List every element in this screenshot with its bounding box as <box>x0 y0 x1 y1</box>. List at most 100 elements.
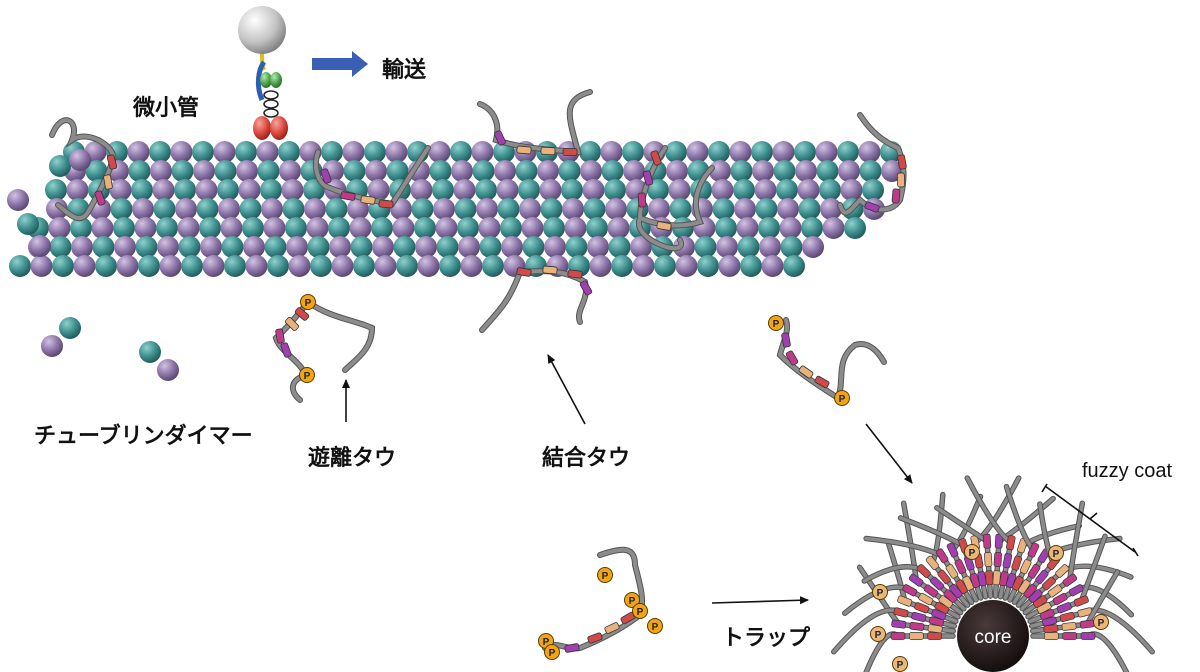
tau-molecule <box>49 117 118 222</box>
tau-molecule <box>635 145 715 252</box>
repeat-domain <box>897 595 913 607</box>
tubulin-subunit <box>822 217 845 239</box>
fuzzy-coat-strand <box>1022 500 1086 616</box>
tubulin-subunit <box>819 179 841 201</box>
phospho-label: P <box>897 660 904 671</box>
repeat-domain <box>891 619 907 629</box>
tubulin-subunit <box>773 160 796 182</box>
tubulin-subunit <box>385 141 408 163</box>
tubulin-subunit <box>138 255 160 277</box>
tubulin-subunit <box>414 217 436 239</box>
phospho-label: P <box>875 630 882 641</box>
fuzzy-coat-bracket <box>1041 483 1139 557</box>
repeat-domain <box>908 573 924 587</box>
tubulin-subunit <box>607 217 630 239</box>
tubulin-subunit <box>218 198 240 220</box>
repeat-domain <box>930 576 945 591</box>
tubulin-subunit <box>242 217 264 239</box>
tubulin-subunit <box>267 255 289 277</box>
repeat-domain <box>1055 564 1070 578</box>
tubulin-subunit <box>279 160 301 182</box>
repeat-domain <box>320 168 332 184</box>
repeat-domain <box>935 548 949 564</box>
tubulin-subunit <box>647 179 669 201</box>
tubulin-subunit <box>436 236 459 258</box>
repeat-domain <box>285 317 299 331</box>
phospho-label: P <box>877 588 884 599</box>
repeat-domain <box>911 611 927 622</box>
tubulin-subunit <box>66 179 89 201</box>
fuzzy-coat-strand <box>1028 607 1155 655</box>
tubulin-subunit <box>7 189 29 211</box>
tubulin-subunit <box>611 255 633 277</box>
repeat-domain <box>890 632 906 640</box>
tubulin-subunit <box>220 217 243 239</box>
repeat-domain <box>993 552 1002 567</box>
tau-chain-outline <box>479 268 590 333</box>
repeat-domain <box>275 328 285 344</box>
phospho-label: P <box>305 298 312 309</box>
fuzzy-coat-strand <box>1030 631 1130 672</box>
tubulin-subunit <box>85 160 108 182</box>
tubulin-subunit <box>586 217 608 239</box>
tubulin-subunit <box>29 235 51 257</box>
tubulin-subunit <box>307 236 330 258</box>
phospho-site <box>964 544 980 560</box>
tubulin-subunit <box>263 217 286 239</box>
trap-arrow <box>711 596 809 605</box>
tubulin-subunit <box>815 141 838 163</box>
tubulin-subunit <box>740 255 762 277</box>
tubulin-subunit <box>392 217 415 239</box>
tubulin-subunit <box>802 236 824 258</box>
tubulin-subunit <box>178 236 201 258</box>
tubulin-subunit <box>71 236 93 258</box>
tubulin-subunit <box>195 179 218 201</box>
aggregate-core <box>957 600 1029 672</box>
tubulin-subunit <box>458 236 480 258</box>
repeat-domain <box>542 265 558 275</box>
phospho-label: P <box>629 596 636 607</box>
tubulin-subunit <box>170 141 193 163</box>
tubulin-subunit <box>17 213 39 235</box>
repeat-domain <box>1027 563 1041 579</box>
tubulin-subunit <box>752 160 774 182</box>
tubulin-subunit <box>837 141 859 163</box>
tubulin-subunit <box>708 141 730 163</box>
tubulin-subunit <box>264 236 287 258</box>
tubulin-subunit <box>565 236 588 258</box>
repeat-domain <box>564 643 580 653</box>
repeat-domain <box>785 350 799 366</box>
tubulin-subunit <box>224 255 246 277</box>
tubulin-subunit <box>135 236 158 258</box>
tubulin-subunit <box>321 141 343 163</box>
repeat-domain <box>1047 584 1063 598</box>
tubulin-subunit <box>478 217 501 239</box>
tubulin-subunit <box>236 160 258 182</box>
repeat-domain <box>1035 569 1049 585</box>
repeat-domain <box>985 570 994 586</box>
tubulin-subunit <box>694 236 717 258</box>
tubulin-subunit <box>364 141 386 163</box>
repeat-domain <box>494 130 506 146</box>
phospho-site <box>1048 545 1064 561</box>
fuzzy-coat-strand <box>861 563 967 612</box>
tubulin-subunit <box>245 255 268 277</box>
tubulin-subunit <box>858 141 881 163</box>
tubulin-subunit <box>561 179 583 201</box>
tau-molecule <box>837 112 907 216</box>
repeat-domain <box>360 195 376 205</box>
phospho-site <box>299 367 315 383</box>
repeat-domain <box>896 172 906 188</box>
tubulin-subunit <box>500 217 522 239</box>
phospho-label: P <box>652 622 659 633</box>
phospho-site <box>300 294 316 310</box>
phospho-site <box>647 618 663 634</box>
tubulin-subunit <box>518 179 540 201</box>
tubulin-subunit <box>587 236 609 258</box>
repeat-domain <box>891 188 901 204</box>
repeat-domain <box>1019 559 1032 575</box>
phospho-label: P <box>304 371 311 382</box>
tubulin-subunit <box>202 255 225 277</box>
tubulin-subunit <box>648 198 670 220</box>
